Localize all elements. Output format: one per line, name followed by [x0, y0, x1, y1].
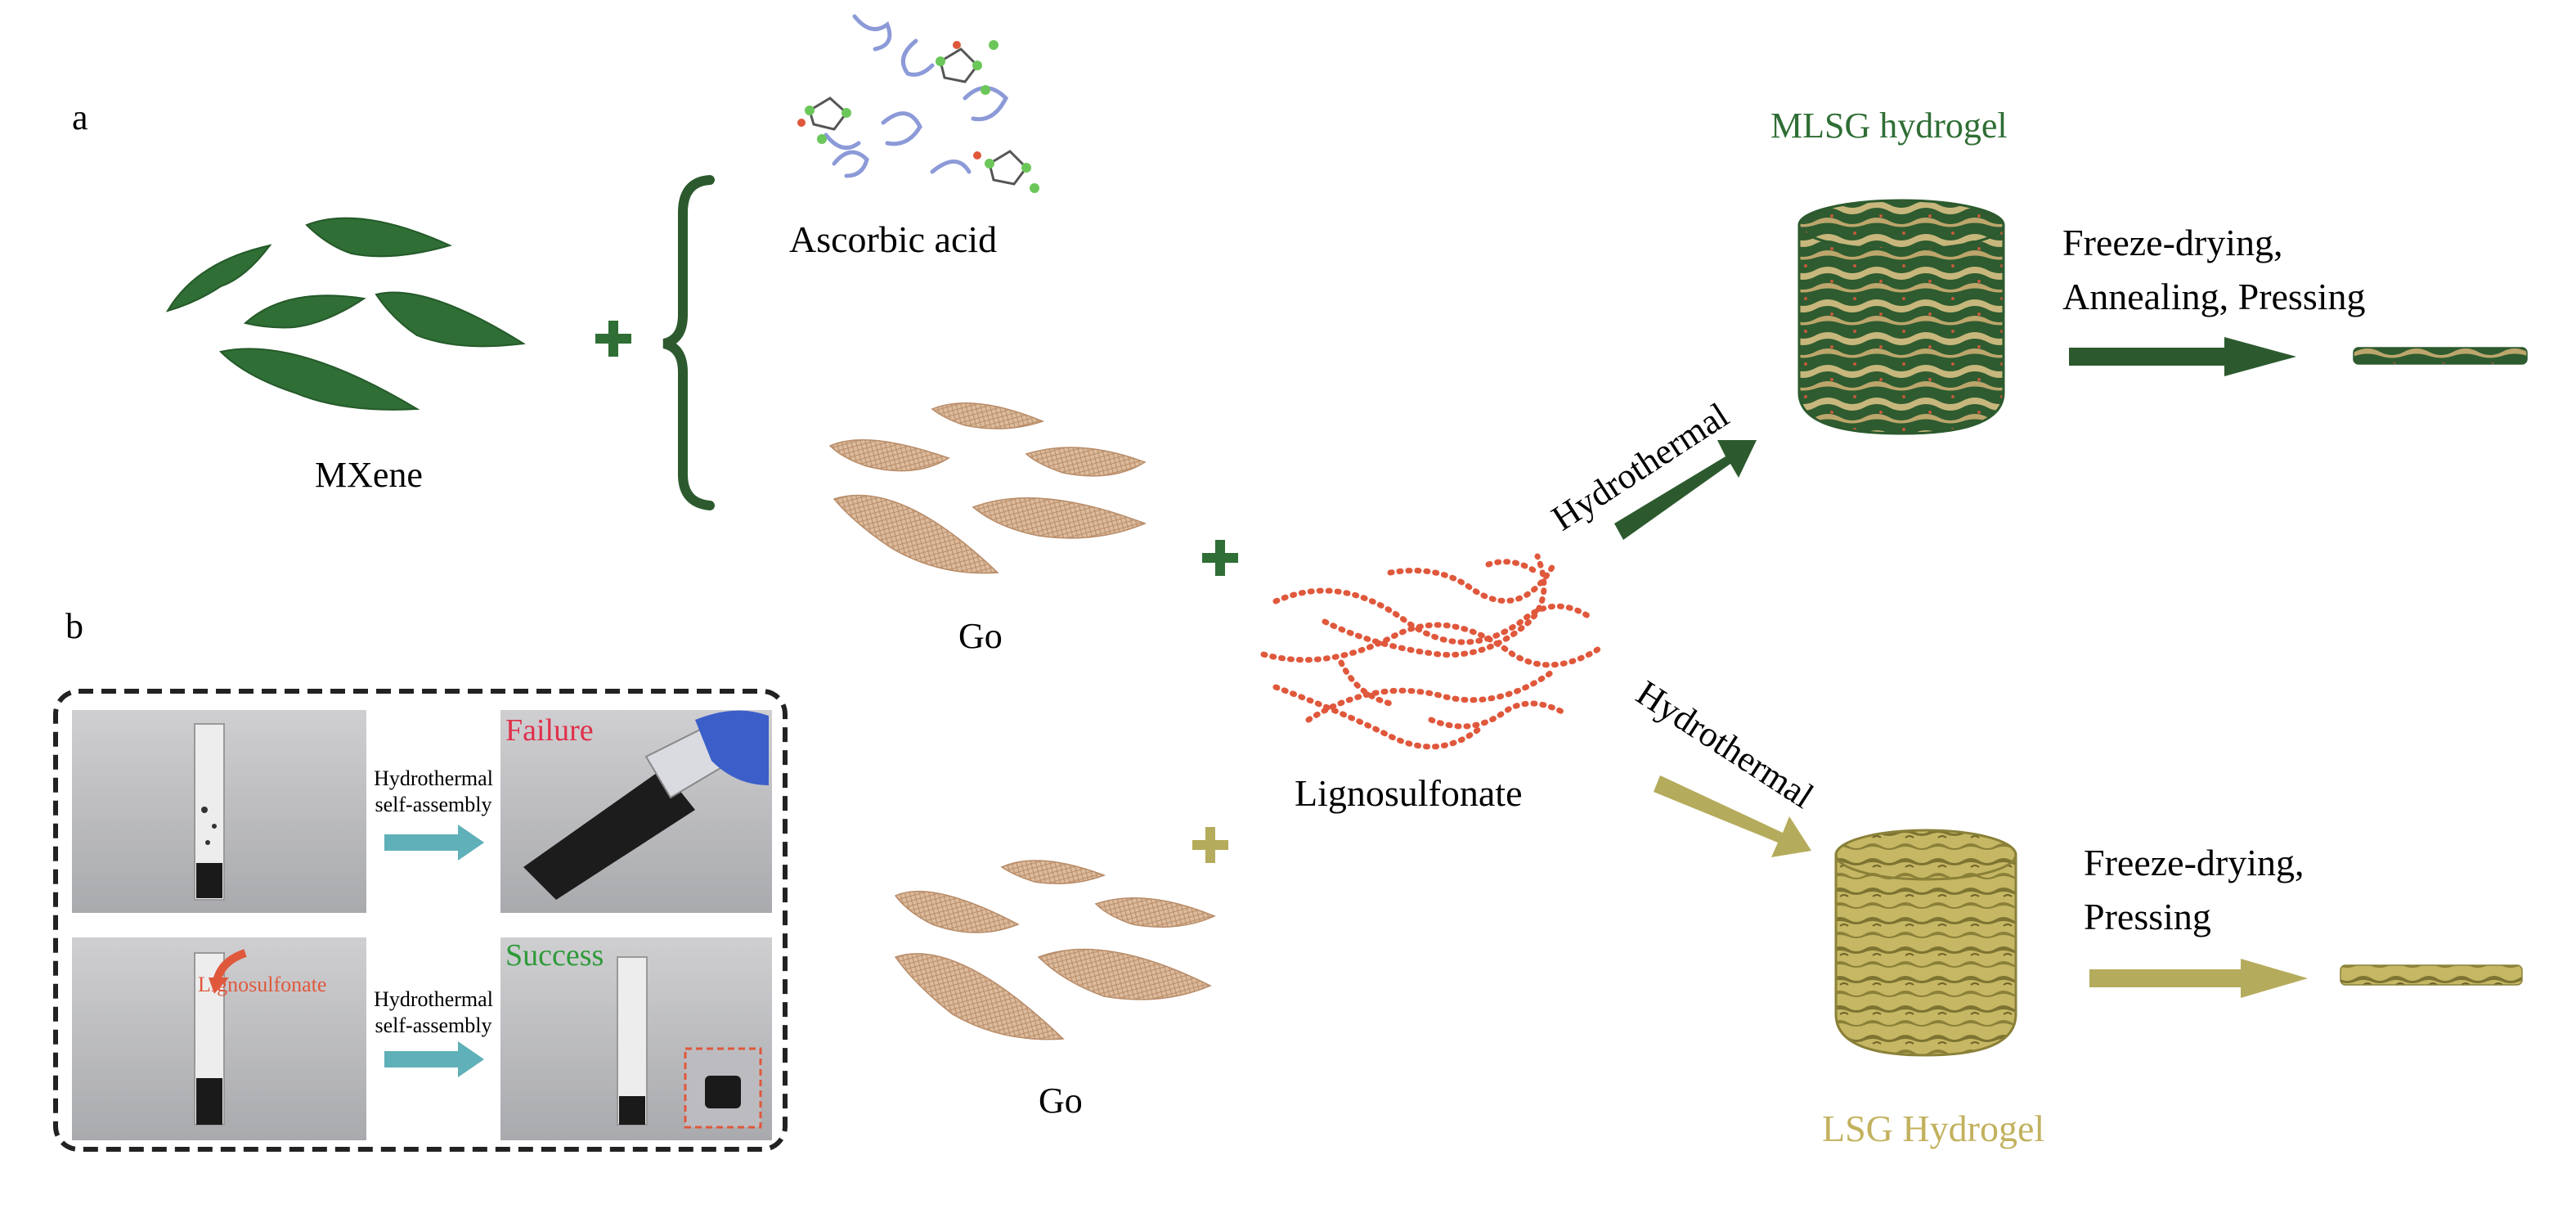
lsg-hydrogel-label: LSG Hydrogel	[1822, 1108, 2044, 1149]
plus-sign-3	[1192, 827, 1228, 863]
ascorbic-acid-label: Ascorbic acid	[789, 218, 997, 260]
failure-label: Failure	[505, 713, 594, 748]
teal-arrow-2	[384, 1041, 484, 1077]
lignosulfonate-chains	[1260, 553, 1606, 750]
curly-brace	[662, 175, 715, 510]
go-sheets-bottom	[894, 860, 1216, 1040]
mlsg-film	[2353, 347, 2528, 365]
post-bottom-line2: Pressing	[2084, 896, 2211, 937]
hydrothermal-arrow-top	[1614, 440, 1757, 540]
post-top-line1: Freeze-drying,	[2062, 222, 2283, 263]
process2-line2: self-assembly	[375, 1013, 492, 1037]
ascorbic-acid-bonds	[808, 47, 1028, 186]
photo-success	[500, 937, 772, 1140]
process2-line1: Hydrothermal	[374, 987, 493, 1011]
post-top-line2: Annealing, Pressing	[2062, 276, 2366, 317]
mxene-label: MXene	[315, 455, 423, 495]
mlsg-cylinder	[1797, 199, 2005, 435]
hydrothermal-bottom-label: Hydrothermal	[1630, 672, 1821, 816]
ascorbic-acid-atoms	[797, 40, 1039, 193]
photo-tube-before-2	[72, 937, 366, 1140]
lsg-cylinder	[1834, 829, 2017, 1057]
photo-failure	[500, 710, 772, 913]
plus-sign-1	[595, 321, 631, 357]
post-top-arrow	[2069, 337, 2296, 376]
go-sheets-top	[828, 402, 1147, 574]
panel-b-letter: b	[65, 606, 83, 646]
lsg-film	[2340, 964, 2523, 986]
lignosulfonate-tag: Lignosulfonate	[198, 973, 326, 996]
mlsg-hydrogel-label: MLSG hydrogel	[1770, 106, 2008, 146]
post-bottom-arrow	[2089, 959, 2308, 998]
go-bottom-label: Go	[1039, 1081, 1083, 1121]
panel-a-letter: a	[72, 97, 88, 137]
teal-arrow-1	[384, 825, 484, 861]
process-line2: self-assembly	[375, 793, 492, 816]
plus-sign-2	[1202, 540, 1238, 576]
lignosulfonate-label: Lignosulfonate	[1295, 772, 1523, 814]
panel-b-frame	[53, 689, 788, 1152]
post-bottom-line1: Freeze-drying,	[2084, 842, 2304, 883]
hydrothermal-arrow-bottom	[1654, 775, 1811, 857]
success-label: Success	[505, 938, 604, 973]
process-line1: Hydrothermal	[374, 766, 493, 790]
mxene-flakes	[165, 217, 526, 411]
ascorbic-acid-molecules	[824, 14, 1009, 178]
go-top-label: Go	[958, 616, 1003, 656]
photo-tube-before-1	[72, 710, 366, 913]
